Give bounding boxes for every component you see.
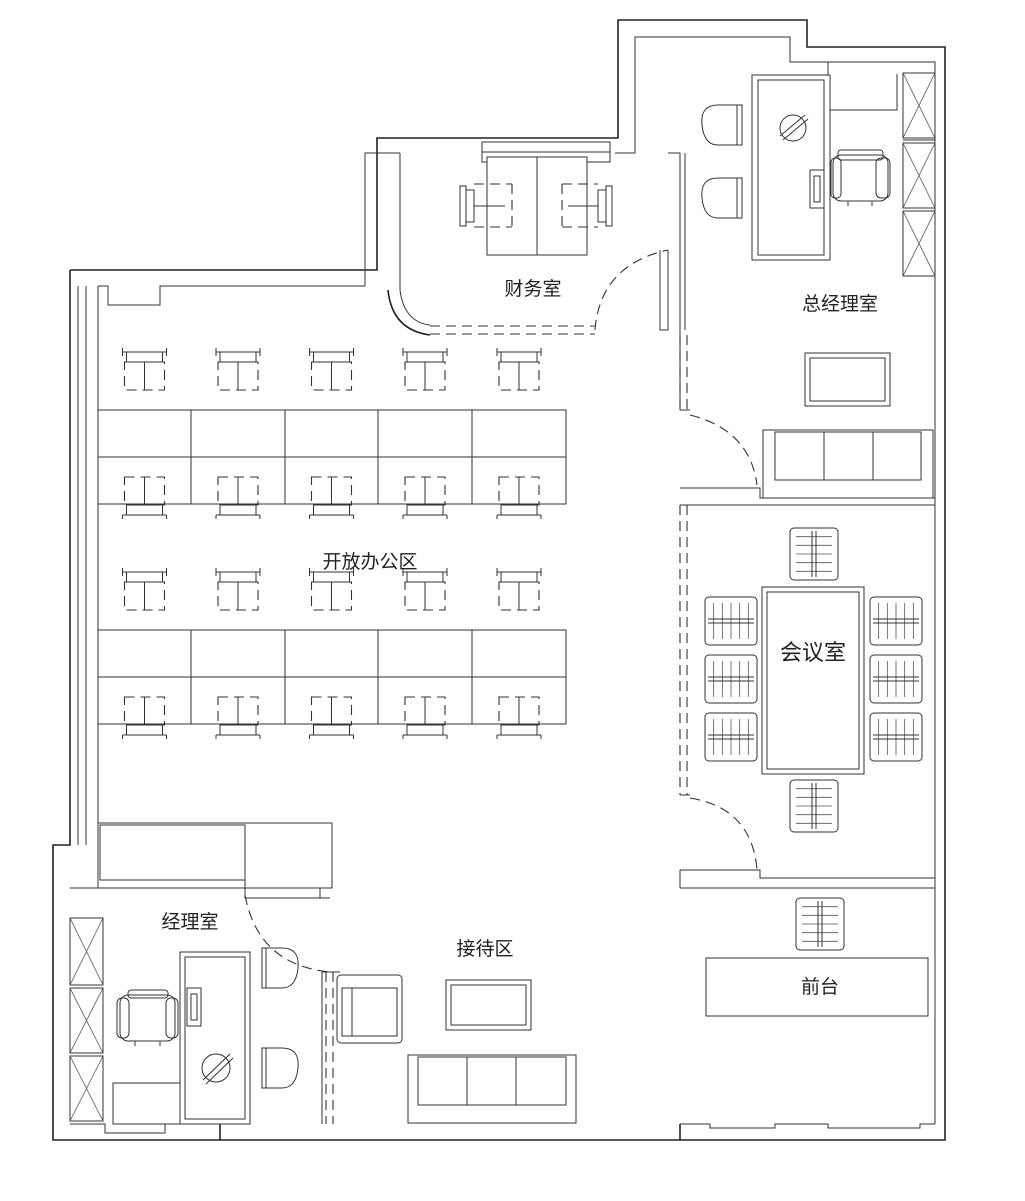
meeting-chairs: [704, 527, 923, 833]
sofa-icon: [407, 1054, 577, 1124]
tea-table-icon: [445, 979, 532, 1031]
outer-walls: [52, 19, 946, 1141]
chair-icon: [496, 476, 542, 519]
chair-icon: [309, 476, 354, 519]
workstation: [190, 568, 286, 739]
reception-area: 接待区: [336, 938, 577, 1124]
chair-icon: [309, 348, 354, 391]
manager-office: 经理室: [69, 822, 340, 1125]
meeting-chair-icon: [704, 654, 758, 704]
chair-icon: [496, 696, 542, 739]
computer-icon: [809, 169, 825, 209]
workstation: [471, 568, 567, 739]
visitor-chair-icon: [701, 104, 743, 146]
chair-icon: [215, 568, 261, 611]
chair-icon: [402, 348, 448, 391]
workstation: [97, 568, 192, 739]
meeting-table: [761, 586, 865, 775]
cabinet-icon: [902, 142, 936, 209]
tea-table-icon: [804, 352, 891, 407]
visitor-chair-icon: [261, 1047, 299, 1089]
visitor-chair-icon: [261, 947, 299, 989]
front-desk: 前台: [705, 957, 929, 1017]
front-desk-label: 前台: [801, 976, 839, 998]
chair-icon: [309, 568, 354, 611]
cabinet-icon: [69, 1055, 104, 1122]
manager-desk: [179, 951, 251, 1125]
sofa-icon: [762, 429, 934, 499]
meeting-chair-icon: [795, 897, 845, 951]
meeting-room-label: 会议室: [780, 640, 846, 665]
meeting-chair-icon: [704, 712, 758, 762]
meeting-room: 会议室: [679, 505, 935, 889]
front-desk-chair: [795, 897, 845, 951]
chair-icon: [215, 348, 261, 391]
computer-icon: [186, 987, 202, 1027]
chair-icon: [309, 696, 354, 739]
workstation: [471, 348, 567, 519]
workstation: [284, 568, 379, 739]
workstation: [284, 348, 379, 519]
chair-icon: [122, 348, 167, 391]
cabinet-icon: [902, 210, 936, 277]
cabinet-icon: [69, 917, 104, 986]
meeting-chair-icon: [869, 596, 923, 646]
reception-area-label: 接待区: [456, 938, 513, 960]
chair-icon: [215, 696, 261, 739]
office-chair-icon: [830, 149, 891, 206]
chair-icon: [122, 476, 167, 519]
chair-icon: [561, 183, 613, 228]
gm-office-label: 总经理室: [802, 293, 878, 315]
finance-room: 财务室: [387, 141, 686, 410]
meeting-chair-icon: [789, 527, 839, 581]
meeting-chair-icon: [704, 596, 758, 646]
cabinet-icon: [69, 987, 104, 1054]
gm-office: 总经理室: [679, 72, 936, 506]
workstations: [97, 348, 567, 739]
meeting-chair-icon: [789, 779, 839, 833]
armchair-icon: [336, 974, 403, 1044]
chair-icon: [496, 348, 542, 391]
open-office-label: 开放办公区: [322, 551, 417, 573]
chair-icon: [459, 183, 513, 228]
front-desk-counter: [705, 957, 929, 1017]
workstation: [377, 348, 473, 519]
cabinet-icon: [902, 72, 936, 141]
workstation: [190, 348, 286, 519]
chair-icon: [402, 696, 448, 739]
visitor-chair-icon: [701, 177, 743, 219]
office-chair-icon: [116, 989, 179, 1046]
chair-icon: [122, 696, 167, 739]
meeting-chair-icon: [869, 712, 923, 762]
chair-icon: [122, 568, 167, 611]
chair-icon: [402, 476, 448, 519]
workstation: [97, 348, 192, 519]
gm-desk: [751, 74, 831, 261]
manager-office-label: 经理室: [161, 911, 218, 933]
workstation: [377, 568, 473, 739]
chair-icon: [496, 568, 542, 611]
lamp-icon: [779, 114, 809, 142]
chair-icon: [402, 568, 448, 611]
meeting-chair-icon: [869, 654, 923, 704]
chair-icon: [215, 476, 261, 519]
lamp-icon: [201, 1053, 234, 1085]
finance-room-label: 财务室: [504, 278, 561, 300]
